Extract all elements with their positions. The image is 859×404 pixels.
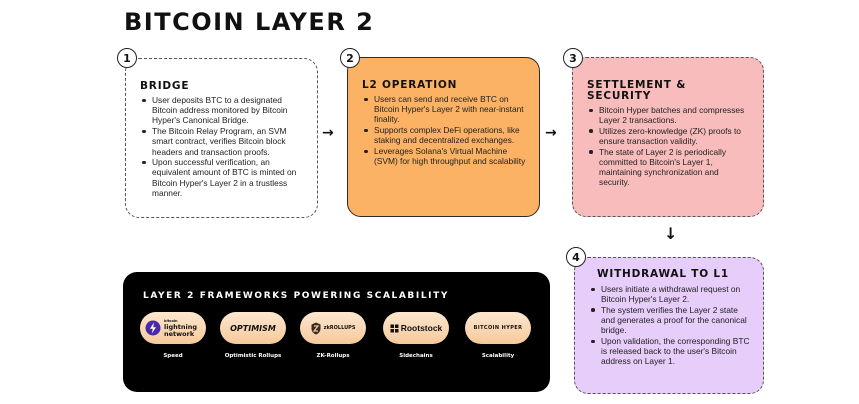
lightning-logo-text: lightning network	[164, 323, 197, 339]
bullet-item: Users initiate a withdrawal request on B…	[589, 284, 751, 304]
bullet-item: The Bitcoin Relay Program, an SVM smart …	[140, 126, 305, 157]
step-card-withdrawal: WITHDRAWAL TO L1 Users initiate a withdr…	[574, 257, 764, 394]
optimism-logo: OPTIMISM	[220, 312, 286, 344]
framework-zkrollups: zkROLLUPS ZK-Rollups	[296, 312, 370, 359]
bitcoin-hyper-logo: BITCOIN HYPER	[465, 312, 531, 344]
bullet-item: Bitcoin Hyper batches and compresses Lay…	[587, 105, 751, 125]
framework-caption: ZK-Rollups	[316, 353, 350, 359]
framework-lightning: bitcoin lightning network Speed	[136, 312, 210, 359]
step-title: L2 OPERATION	[362, 79, 458, 91]
bitcoin-hyper-logo-text: BITCOIN HYPER	[473, 325, 523, 331]
bullet-item: Supports complex DeFi operations, like s…	[362, 125, 527, 145]
step-card-settlement-security: SETTLEMENT & SECURITY Bitcoin Hyper batc…	[572, 57, 764, 217]
step-title: SETTLEMENT & SECURITY	[587, 79, 687, 102]
step-bullets: Bitcoin Hyper batches and compresses Lay…	[587, 105, 751, 188]
step-title: BRIDGE	[140, 80, 190, 92]
arrow-down-icon: ↓	[664, 224, 678, 243]
bullet-item: Leverages Solana's Virtual Machine (SVM)…	[362, 146, 527, 166]
framework-caption: Sidechains	[399, 353, 433, 359]
lightning-logo-small: bitcoin	[164, 318, 178, 323]
rootstock-logo: Rootstock	[383, 312, 449, 344]
step-bullets: Users can send and receive BTC on Bitcoi…	[362, 94, 527, 166]
step-number-badge: 3	[563, 48, 583, 68]
page-title: BITCOIN LAYER 2	[124, 8, 375, 36]
lightning-network-logo: bitcoin lightning network	[140, 312, 206, 344]
step-card-l2-operation: L2 OPERATION Users can send and receive …	[347, 57, 540, 217]
bullet-item: The state of Layer 2 is periodically com…	[587, 147, 751, 188]
bullet-item: Users can send and receive BTC on Bitcoi…	[362, 94, 527, 125]
frameworks-title: LAYER 2 FRAMEWORKS POWERING SCALABILITY	[143, 291, 449, 301]
framework-caption: Optimistic Rollups	[224, 353, 282, 359]
step-bullets: User deposits BTC to a designated Bitcoi…	[140, 95, 305, 198]
step-number-badge: 4	[566, 247, 586, 267]
arrow-right-icon: →	[322, 125, 334, 141]
lightning-bolt-icon	[145, 320, 161, 336]
bullet-item: Upon validation, the corresponding BTC i…	[589, 336, 751, 367]
bullet-item: The system verifies the Layer 2 state an…	[589, 305, 751, 336]
step-card-bridge: BRIDGE User deposits BTC to a designated…	[125, 58, 318, 218]
step-number-badge: 2	[340, 48, 360, 68]
zkrollups-logo-text: zkROLLUPS	[323, 325, 356, 331]
zk-shield-icon	[311, 322, 321, 334]
step-title: WITHDRAWAL TO L1	[597, 268, 730, 280]
frameworks-panel: LAYER 2 FRAMEWORKS POWERING SCALABILITY …	[123, 272, 550, 392]
optimism-logo-text: OPTIMISM	[230, 323, 276, 333]
framework-rootstock: Rootstock Sidechains	[379, 312, 453, 359]
arrow-right-icon: →	[545, 125, 557, 141]
framework-caption: Scalability	[481, 353, 515, 359]
step-number-badge: 1	[117, 48, 137, 68]
rootstock-logo-text: Rootstock	[400, 323, 443, 333]
framework-optimism: OPTIMISM Optimistic Rollups	[216, 312, 290, 359]
zkrollups-logo: zkROLLUPS	[300, 312, 366, 344]
framework-caption: Speed	[163, 353, 183, 359]
step-bullets: Users initiate a withdrawal request on B…	[589, 284, 751, 367]
bullet-item: Utilizes zero-knowledge (ZK) proofs to e…	[587, 126, 751, 146]
framework-bitcoin-hyper: BITCOIN HYPER Scalability	[461, 312, 535, 359]
bullet-item: User deposits BTC to a designated Bitcoi…	[140, 95, 305, 126]
rootstock-icon	[390, 324, 399, 332]
bullet-item: Upon successful verification, an equival…	[140, 157, 305, 198]
